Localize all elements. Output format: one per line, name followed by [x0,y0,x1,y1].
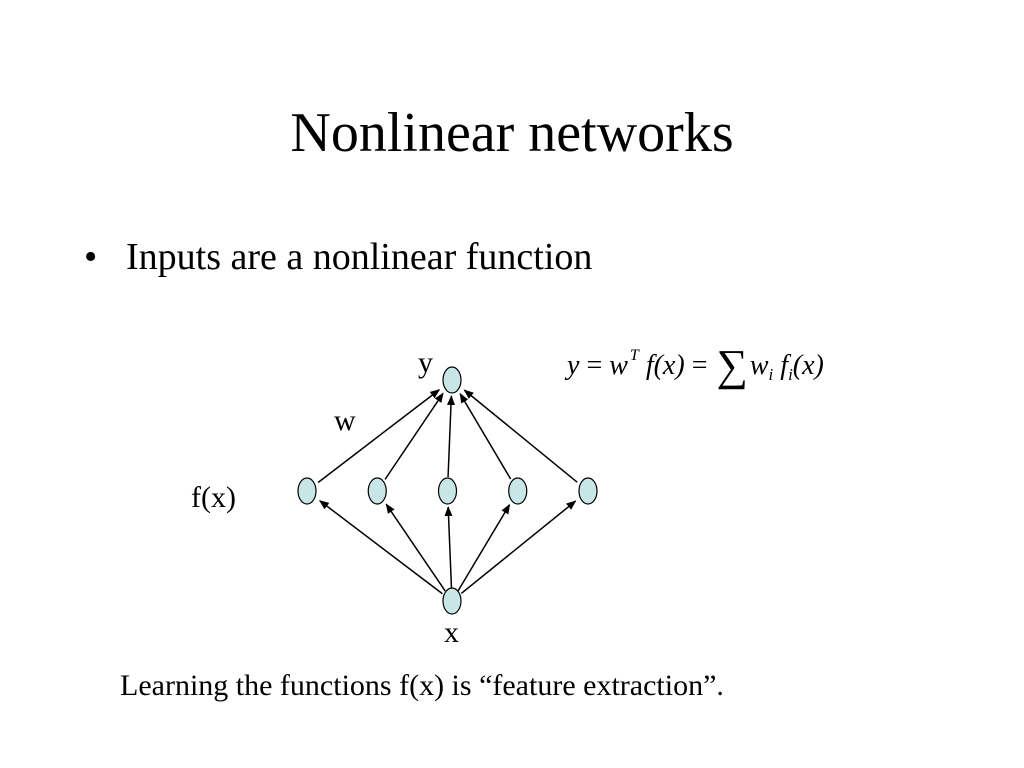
hidden-node-5 [578,477,598,505]
bullet-item: • Inputs are a nonlinear function [84,233,592,281]
formula-arg-1: (x) [653,350,685,381]
output-label: y [418,346,433,379]
bullet-text: Inputs are a nonlinear function [126,236,593,278]
edge-input-to-hidden-1 [318,500,443,595]
formula-w: w [609,350,628,381]
input-node [442,587,462,615]
formula-f: f [645,350,654,381]
hidden-layer-label: f(x) [191,481,236,514]
edge-hidden-2-to-output [384,392,444,480]
edge-input-to-hidden-3 [444,505,453,590]
network-nodes [297,366,598,615]
edge-input-to-hidden-2 [385,503,446,592]
formula-fi: f [780,350,789,381]
caption: Learning the functions f(x) is “feature … [120,669,724,702]
slide-title: Nonlinear networks [290,102,734,164]
formula-equals-2: = [691,350,708,381]
formula-transpose: T [629,347,639,364]
formula-wi-index: i [768,365,774,384]
hidden-node-2 [367,477,387,505]
output-node [442,366,462,394]
edge-hidden-3-to-output [446,394,455,478]
formula-wi: w [749,350,769,381]
bullet-marker: • [84,236,98,278]
edge-hidden-5-to-output [463,389,578,483]
formula-sum-symbol: ∑ [716,341,748,390]
formula-y: y [567,350,580,381]
weight-label: w [334,404,356,437]
edge-hidden-4-to-output [459,392,512,480]
hidden-node-4 [508,477,528,505]
formula-fi-index: i [788,365,793,384]
hidden-node-3 [437,477,458,505]
formula-arg-2: (x) [792,350,824,381]
formula-equals-1: = [586,350,603,381]
edge-input-to-hidden-5 [460,500,577,595]
edge-input-to-hidden-4 [457,503,511,592]
edge-hidden-1-to-output [317,389,441,484]
hidden-node-1 [297,477,317,505]
network-edges [317,389,578,595]
input-label: x [444,616,459,649]
